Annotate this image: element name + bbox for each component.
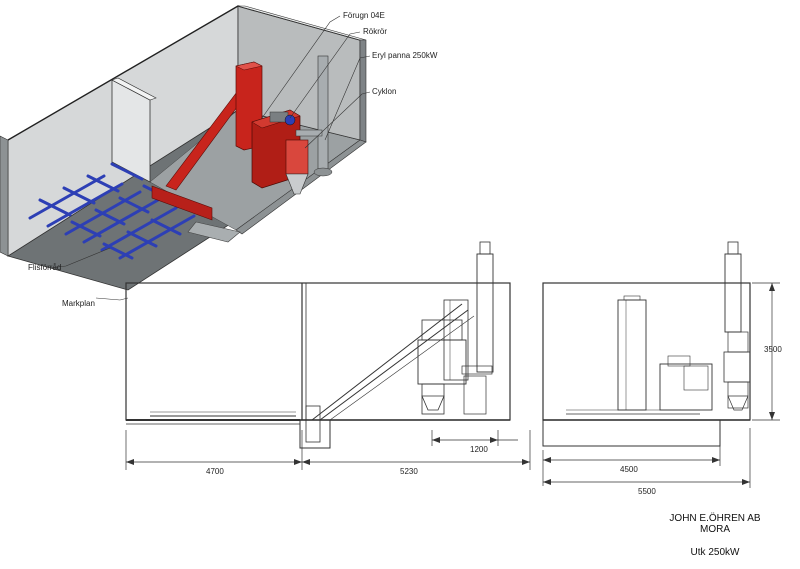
dim-side-total: 5500 — [638, 487, 656, 496]
dim-offset: 1200 — [470, 445, 488, 454]
label-cyklon: Cyklon — [372, 87, 396, 96]
dim-height: 3500 — [764, 345, 782, 354]
iso-cyclone — [285, 139, 309, 175]
label-forugn: Förugn 04E — [343, 11, 385, 20]
iso-pit — [187, 221, 241, 243]
section-view — [125, 241, 531, 470]
section-outline — [125, 282, 511, 421]
dim-left-length: 4700 — [206, 467, 224, 476]
title-block: JOHN E.ÖHREN AB MORA Utk 250kW — [640, 513, 790, 558]
iso-floor-scrapers — [28, 162, 196, 260]
end-outline — [542, 282, 751, 421]
end-dims — [542, 282, 780, 488]
iso-partition-cap — [111, 77, 157, 101]
section-dims — [125, 430, 531, 470]
company-name: JOHN E.ÖHREN AB — [669, 513, 761, 524]
section-chimney — [476, 253, 494, 373]
end-foundation — [542, 419, 721, 447]
label-markplan: Markplan — [62, 299, 95, 308]
output-rating: Utk 250kW — [690, 547, 740, 558]
iso-floor-conveyor — [151, 185, 213, 221]
company-city: MORA — [700, 524, 730, 535]
dim-right-length: 5230 — [400, 467, 418, 476]
dim-side-inner: 4500 — [620, 465, 638, 474]
label-rokror: Rökrör — [363, 27, 387, 36]
iso-chimney — [317, 55, 329, 173]
iso-right-wall-edge — [359, 39, 367, 143]
label-eryl: Eryl panna 250kW — [372, 51, 438, 60]
isometric-view: Förugn 04E Rökrör Eryl panna 250kW Cyklo… — [0, 5, 438, 308]
iso-left-end-wall — [0, 135, 9, 257]
label-flisforrad: Flisförråd — [28, 263, 61, 272]
iso-leaders — [49, 15, 371, 301]
end-view — [542, 241, 780, 488]
